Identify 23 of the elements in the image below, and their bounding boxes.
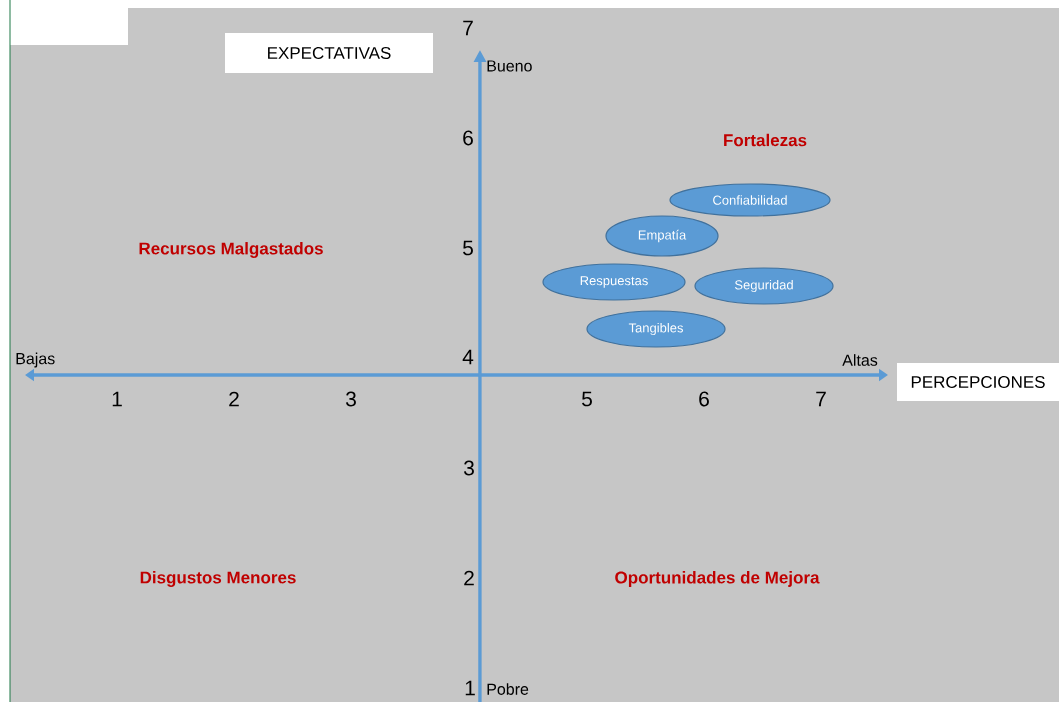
axis-title-box: EXPECTATIVAS xyxy=(225,33,433,73)
quadrant-label: Recursos Malgastados xyxy=(139,242,323,258)
tick-label: 7 xyxy=(463,20,473,36)
tick-label: 5 xyxy=(463,240,473,256)
axis-end-label: Bueno xyxy=(487,60,532,72)
tick-label: 5 xyxy=(582,391,592,407)
quadrant-label: Oportunidades de Mejora xyxy=(615,571,820,587)
quadrant-label: Fortalezas xyxy=(724,133,807,147)
tick-label: 6 xyxy=(463,130,473,146)
tick-label: 1 xyxy=(112,391,122,407)
tick-label: 3 xyxy=(345,391,356,407)
axis-end-label: Altas xyxy=(842,354,878,366)
axis-end-label: Pobre xyxy=(487,683,529,695)
tick-label: 2 xyxy=(464,570,474,586)
tick-label: 2 xyxy=(229,391,239,407)
axis-title-box: PERCEPCIONES xyxy=(897,363,1059,401)
tick-label: 1 xyxy=(465,680,475,696)
tick-label: 6 xyxy=(699,391,709,407)
tick-label: 4 xyxy=(462,349,474,365)
tick-label: 3 xyxy=(463,460,474,476)
quadrant-label: Disgustos Menores xyxy=(140,571,296,587)
tick-label: 7 xyxy=(816,391,826,407)
axis-end-label: Bajas xyxy=(16,352,55,368)
